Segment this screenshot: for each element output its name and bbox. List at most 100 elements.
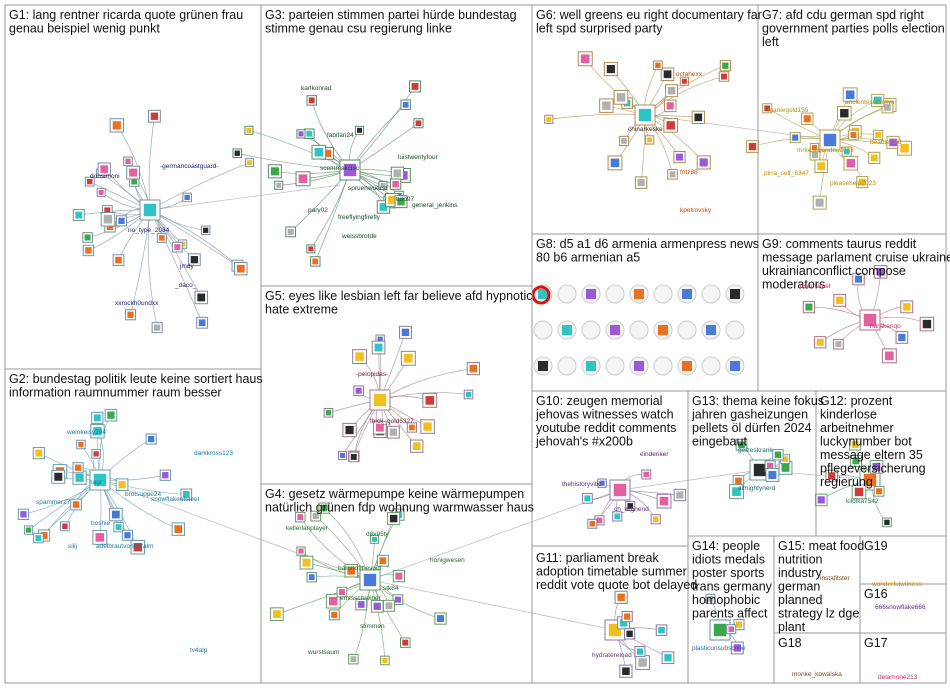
node-avatar xyxy=(859,309,881,331)
node-avatar xyxy=(369,534,380,544)
node-avatar xyxy=(124,309,137,321)
node-avatar xyxy=(856,176,869,189)
node-avatar xyxy=(97,162,111,176)
node-avatar xyxy=(718,71,730,82)
node-label: thick_gold6327 xyxy=(370,418,414,425)
node-avatar xyxy=(115,215,128,227)
node-avatar xyxy=(318,502,330,514)
node-label: general_jenkins xyxy=(412,202,458,209)
node-avatar xyxy=(420,419,435,434)
node-avatar xyxy=(130,539,146,555)
node-avatar xyxy=(605,320,625,340)
node-avatar xyxy=(59,521,70,532)
node-avatar xyxy=(296,129,306,139)
node-avatar xyxy=(325,593,341,609)
node-label: brotsuppe24 xyxy=(125,491,162,498)
node-avatar xyxy=(151,322,163,334)
node-avatar xyxy=(705,593,716,604)
node-avatar xyxy=(194,290,209,305)
node-label: snowflakeofsteel xyxy=(151,496,200,503)
node-label: d8x95ty xyxy=(366,531,390,538)
node-avatar xyxy=(400,350,416,366)
node-avatar xyxy=(882,517,892,528)
node-label: donsimoni xyxy=(90,173,120,180)
edge xyxy=(548,113,646,120)
node-avatar xyxy=(612,511,623,522)
node-avatar xyxy=(663,99,677,113)
node-avatar xyxy=(653,284,673,304)
node-avatar xyxy=(673,488,687,502)
node-avatar xyxy=(661,651,675,665)
node-label: chinarkeske xyxy=(628,126,663,133)
node-avatar xyxy=(881,101,894,114)
node-avatar xyxy=(665,84,679,98)
node-avatar xyxy=(348,654,359,665)
node-avatar xyxy=(112,254,125,266)
node-label: hagr xyxy=(89,479,103,486)
node-avatar xyxy=(145,433,157,445)
node-avatar xyxy=(70,498,82,511)
node-avatar xyxy=(653,356,673,376)
node-avatar xyxy=(833,293,847,307)
node-avatar xyxy=(32,447,45,460)
node-label: octahexx xyxy=(676,71,703,78)
node-label: darkkross123 xyxy=(194,450,233,457)
node-avatar xyxy=(634,176,648,189)
node-label: hydratereload xyxy=(592,652,632,659)
node-avatar xyxy=(295,171,311,187)
node-avatar xyxy=(200,225,211,236)
node-label: ancientestknollys xyxy=(845,99,895,106)
node-avatar xyxy=(310,510,322,522)
node-avatar xyxy=(387,512,401,526)
node-label: eindenker xyxy=(640,451,669,458)
node-label: adelbrautvonderalm xyxy=(96,543,153,550)
node-label: ch_wignend xyxy=(614,506,649,513)
node-avatar xyxy=(873,265,888,279)
node-avatar xyxy=(634,646,646,658)
node-avatar xyxy=(607,155,623,171)
node-avatar xyxy=(650,514,661,525)
node-avatar xyxy=(544,114,554,124)
node-avatar xyxy=(746,140,759,154)
node-avatar xyxy=(33,532,44,544)
node-avatar xyxy=(582,493,593,504)
node-avatar xyxy=(148,109,161,123)
node-avatar xyxy=(725,320,745,340)
edge xyxy=(149,184,341,211)
node-avatar xyxy=(719,60,731,72)
node-avatar xyxy=(382,599,395,612)
node-label: pary02 xyxy=(308,207,328,214)
node-avatar xyxy=(725,356,745,376)
node-avatar xyxy=(100,211,116,227)
node-avatar xyxy=(369,389,391,411)
node-avatar xyxy=(677,284,697,304)
node-avatar xyxy=(172,241,183,253)
node-avatar xyxy=(814,493,828,507)
node-avatar xyxy=(91,449,101,459)
node-avatar xyxy=(533,356,553,376)
node-avatar xyxy=(72,462,84,474)
node-avatar xyxy=(660,67,675,82)
node-avatar xyxy=(919,316,935,332)
node-avatar xyxy=(245,158,255,168)
node-label: baronofthevoid xyxy=(338,565,381,572)
node-avatar xyxy=(139,199,161,221)
node-avatar xyxy=(180,488,193,501)
node-avatar xyxy=(392,569,405,583)
node-avatar xyxy=(344,563,359,578)
node-avatar xyxy=(386,425,400,439)
node-avatar xyxy=(735,438,748,451)
node-label: -germancoastguard- xyxy=(160,163,219,170)
node-avatar xyxy=(873,485,885,497)
node-avatar xyxy=(726,624,737,635)
node-avatar xyxy=(323,407,334,418)
node-avatar xyxy=(557,284,577,304)
node-label: gelzeskrank xyxy=(738,447,773,454)
node-label: spammer27 xyxy=(36,499,71,506)
node-label: tv4alp xyxy=(190,647,208,654)
